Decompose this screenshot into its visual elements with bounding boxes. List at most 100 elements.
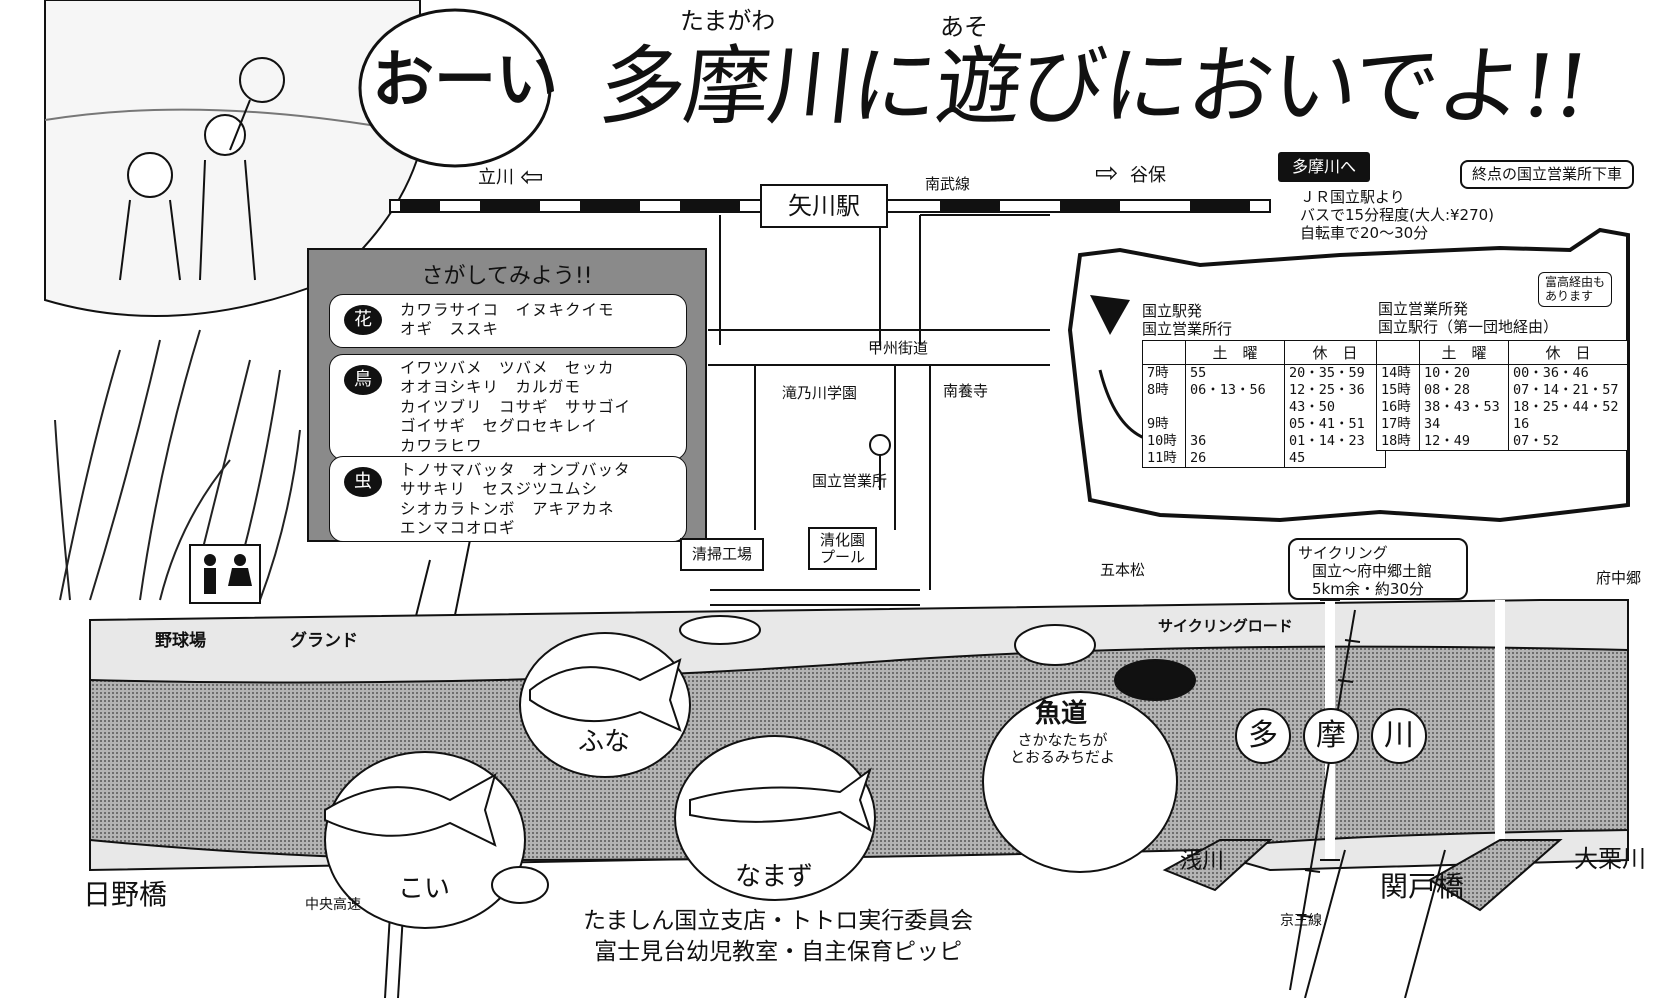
flower-list: カワラサイコ イヌキクイモ オギ ススキ [400,301,615,340]
timetable-header-depot: 国立営業所発 国立駅行（第一団地経由） [1378,300,1558,336]
grebe-bird-icon [1114,659,1196,701]
insect-line: トノサマバッタ オンブバッタ [400,461,631,479]
road-koshu: 甲州街道 [868,339,929,357]
bird-list: イワツバメ ツバメ セッカ オオヨシキリ カルガモ カイツブリ コサギ ササゴイ… [400,359,631,456]
bird-line: カイツブリ コサギ ササゴイ [400,397,632,416]
arrow-left-icon: ⇦ [520,160,544,193]
funa-fish-icon [529,658,682,732]
uomichi-note-line: とおるみちだよ [1010,747,1116,766]
uomichi-bubble [982,691,1178,873]
keio-line [1289,609,1356,991]
via-line: あります [1545,289,1594,304]
line-keio: 京王線 [1280,913,1322,929]
pool-line: プール [820,547,866,566]
via-line: 富高経由も [1545,275,1606,289]
category-insects: 虫 トノサマバッタ オンブバッタ ササキリ セスジツユムシ シオカラトンボ アキ… [329,456,687,542]
road-grid [708,214,1050,606]
cycling-line: 5km余・約30分 [1312,580,1424,598]
sponsors: たましん国立支店・トトロ実行委員会 富士見台幼児教室・自主保育ピッピ [583,906,973,968]
search-panel: さがしてみよう!! 花 カワラサイコ イヌキクイモ オギ ススキ 鳥 イワツバメ… [307,248,707,542]
search-title: さがしてみよう!! [421,264,593,289]
place-nanyoji: 南養寺 [943,382,989,400]
timetable-sat-header: 土 曜 [1185,340,1285,365]
river-asakawa: 浅川 [1180,849,1225,874]
grass-illustration [54,329,301,601]
to-tamagawa-tag: 多摩川へ [1278,152,1371,182]
uomichi-note-line: さかなたちが [1017,731,1108,749]
timetable-sat-times: 10・20 08・28 38・43・53 34 12・49 [1419,364,1509,451]
timetable-sat-header: 土 曜 [1419,340,1509,365]
river-name-ta: 多 [1235,708,1291,764]
jr-line-1: ＪＲ国立駅より [1300,188,1405,206]
map-title: 多摩川に遊びにおいでよ!! [594,37,1592,137]
bird-line: イワツバメ ツバメ セッカ [400,359,615,377]
ruby-aso: あそ [940,13,988,41]
label-funa: ふな [578,727,631,757]
timetable-hour-header [1142,340,1186,365]
wagtail-bird-icon [679,615,761,645]
river-ookuri: 大栗川 [1574,845,1646,873]
river-name-ma: 摩 [1303,708,1359,764]
pool-line: 清化園 [820,531,866,549]
direction-yaho: 谷保 [1130,165,1166,186]
bird-line: カワラヒワ [400,436,483,455]
timetable-header-line: 国立営業所発 [1378,300,1469,318]
bird-badge: 鳥 [344,365,382,395]
category-flowers: 花 カワラサイコ イヌキクイモ オギ ススキ [329,294,687,348]
timetable-header-line: 国立駅発 [1142,302,1203,320]
ruby-tamagawa: たまがわ [680,7,776,35]
label-koi: こい [398,874,451,904]
cycling-line: サイクリング [1298,544,1388,562]
line-nambu: 南武線 [925,175,971,193]
timetable-hours: 7時 8時 9時 10時 11時 [1142,364,1186,468]
bridge-sekido: 関戸橋 [1380,870,1465,903]
place-ground: グランド [290,631,358,651]
label-uomichi: 魚道 [1035,699,1088,729]
timetable-hours: 14時 15時 16時 17時 18時 [1376,364,1420,451]
flower-badge: 花 [344,305,382,335]
uomichi-note: さかなたちが とおるみちだよ [1010,732,1115,765]
place-takinogawa: 滝乃川学園 [782,384,858,402]
timetable-sat-times: 55 06・13・56 36 26 [1185,364,1285,468]
timetable-hour-header [1376,340,1420,365]
timetable-hol-header: 休 日 [1508,340,1628,365]
bus-stop-icon [869,434,891,456]
sponsor-line: 富士見台幼児教室・自主保育ピッピ [594,939,963,966]
sponsor-line: たましん国立支店・トトロ実行委員会 [583,908,974,934]
timetable-station: 土 曜 休 日 7時 8時 9時 10時 11時 55 06・13・56 36 … [1142,340,1386,468]
place-cycling-road: サイクリングロード [1158,617,1293,635]
timetable-header-line: 国立営業所行 [1142,320,1233,338]
jr-access-note: ＪＲ国立駅より バスで15分程度(大人:¥270) 自転車で20～30分 [1300,188,1494,242]
bridge-hino: 日野橋 [83,878,168,911]
timetable-hol-times: 20・35・59 12・25・36 43・50 05・41・51 01・14・2… [1284,364,1386,468]
insect-line: エンマコオロギ [400,519,516,538]
place-cleaning: 清掃工場 [680,538,765,571]
timetable-header-line: 国立駅行（第一団地経由） [1378,318,1559,336]
duck-bird-icon [1014,624,1096,666]
koi-fish-icon [324,772,497,847]
timetable-hol-header: 休 日 [1284,340,1386,365]
place-fuchu: 府中郷 [1596,569,1642,587]
namazu-fish-icon [689,767,872,833]
jr-line-3: 自転車で20～30分 [1300,224,1429,242]
place-baseball: 野球場 [155,631,206,651]
label-namazu: なまず [735,862,814,892]
cycling-line: 国立～府中郷土館 [1312,562,1433,580]
toilet-icon [189,544,261,604]
place-pool: 清化園 プール [808,527,878,570]
timetable-header-station: 国立駅発 国立営業所行 [1142,302,1232,338]
arrow-right-icon: ⇨ [1095,156,1119,189]
insect-badge: 虫 [344,467,382,497]
ooi-banner: おーい [372,43,559,116]
bird-line: ゴイサギ セグロセキレイ [400,417,599,436]
place-depot: 国立営業所 [812,472,888,490]
bird-line: オオヨシキリ カルガモ [400,378,582,397]
insect-line: ササキリ セスジツユムシ [400,480,599,499]
direction-tachikawa: 立川 [478,167,514,188]
timetable-depot: 土 曜 休 日 14時 15時 16時 17時 18時 10・20 08・28 … [1376,340,1628,451]
terminal-note: 終点の国立営業所下車 [1460,160,1635,189]
timetable-hol-times: 00・36・46 07・14・21・57 18・25・44・52 16 07・5… [1508,364,1628,451]
river-name-kawa: 川 [1371,708,1427,764]
